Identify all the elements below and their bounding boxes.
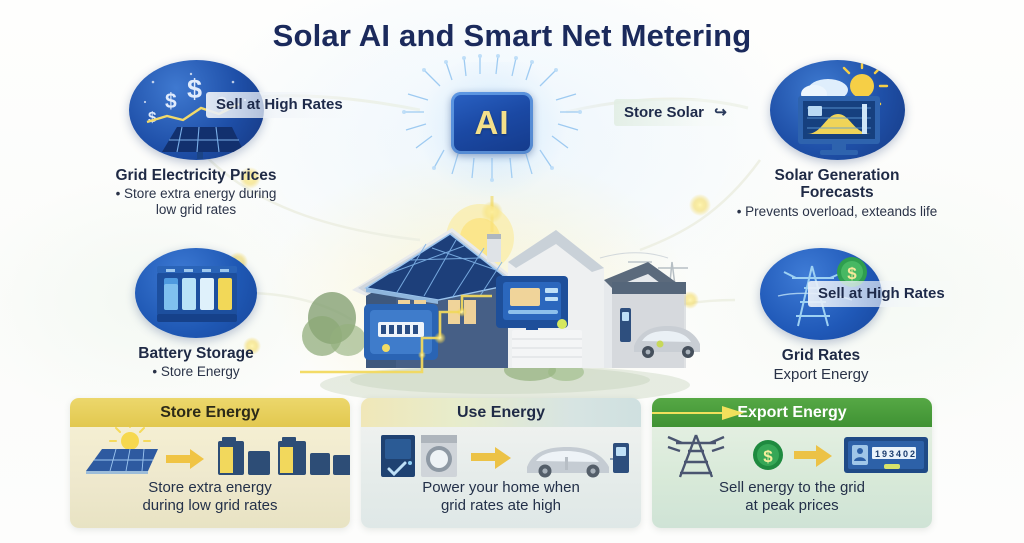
- smart-home-scene: [300, 204, 700, 405]
- node-battery-storage[interactable]: Battery Storage • Store Energy: [96, 248, 296, 380]
- node-title-line1: Solar Generation: [774, 167, 900, 184]
- panel-use-energy[interactable]: Use Energy: [361, 398, 641, 528]
- panel-caption-line2: grid rates ate high: [440, 496, 562, 514]
- panel-header-label: Export Energy: [737, 403, 847, 421]
- ai-chip-label: AI: [474, 104, 510, 141]
- svg-text:3: 3: [889, 449, 894, 459]
- page-title: Solar AI and Smart Net Metering: [272, 18, 752, 53]
- arrow-right-icon: ↪: [714, 104, 727, 121]
- panel-caption-line1: Sell energy to the grid: [719, 479, 865, 496]
- panel-caption-line1: Store extra energy: [148, 479, 272, 496]
- ai-chip-core: AI: [451, 92, 533, 154]
- panel-artwork: [361, 427, 641, 479]
- panel-header: Use Energy: [361, 398, 641, 427]
- flow-label-text: Store Solar: [624, 104, 705, 121]
- node-grid-rates[interactable]: $ Grid Rates Export Energy: [726, 248, 916, 384]
- svg-text:1: 1: [875, 449, 880, 459]
- node-title: Grid Electricity Prices: [115, 167, 277, 184]
- node-bullet-line1: • Store extra energy during: [115, 186, 277, 202]
- dollar-solar-panel-icon: $ $ $ $: [128, 60, 264, 160]
- svg-text:$: $: [148, 109, 157, 126]
- svg-text:$: $: [165, 90, 177, 113]
- panel-artwork: [70, 422, 350, 479]
- svg-text:$: $: [187, 74, 202, 104]
- node-bullet: Export Energy: [773, 366, 869, 384]
- svg-text:$: $: [847, 264, 857, 283]
- flow-label-sell-at-high-rates-top: Sell at High Rates: [206, 92, 355, 118]
- svg-text:9: 9: [882, 449, 887, 459]
- node-title: Battery Storage: [138, 345, 254, 362]
- node-bullet: • Prevents overload, exteands life: [736, 203, 938, 219]
- arrow-right-icon: [652, 406, 744, 420]
- panel-header: Export Energy: [652, 398, 932, 427]
- svg-text:$: $: [763, 447, 773, 466]
- node-grid-electricity-prices[interactable]: $ $ $ $ Grid Electric: [76, 60, 316, 217]
- weather-forecast-monitor-icon: [769, 60, 905, 160]
- svg-text:4: 4: [896, 449, 901, 459]
- panel-caption-line2: at peak prices: [745, 496, 839, 514]
- battery-bank-icon: [135, 248, 257, 338]
- svg-text:2: 2: [910, 449, 915, 459]
- panel-export-energy[interactable]: Export Energy $: [652, 398, 932, 528]
- panel-store-energy[interactable]: Store Energy: [70, 398, 350, 528]
- node-bullet-line2: low grid rates: [155, 201, 237, 217]
- ai-chip: AI: [418, 62, 566, 202]
- node-title: Grid Rates: [781, 347, 861, 364]
- panel-header: Store Energy: [70, 398, 350, 427]
- flow-label-sell-at-high-rates-right: Sell at High Rates: [808, 281, 957, 307]
- panel-caption-line1: Power your home when: [422, 479, 580, 496]
- flow-label-store-solar: Store Solar ↪: [614, 99, 739, 126]
- node-title-line2: Forecasts: [800, 184, 874, 202]
- node-solar-generation-forecasts[interactable]: Solar Generation Forecasts • Prevents ov…: [692, 60, 982, 219]
- bottom-panels: Store Energy: [70, 398, 932, 528]
- panel-caption-line2: during low grid rates: [142, 496, 278, 514]
- node-bullet: • Store Energy: [152, 364, 240, 380]
- svg-text:0: 0: [903, 449, 908, 459]
